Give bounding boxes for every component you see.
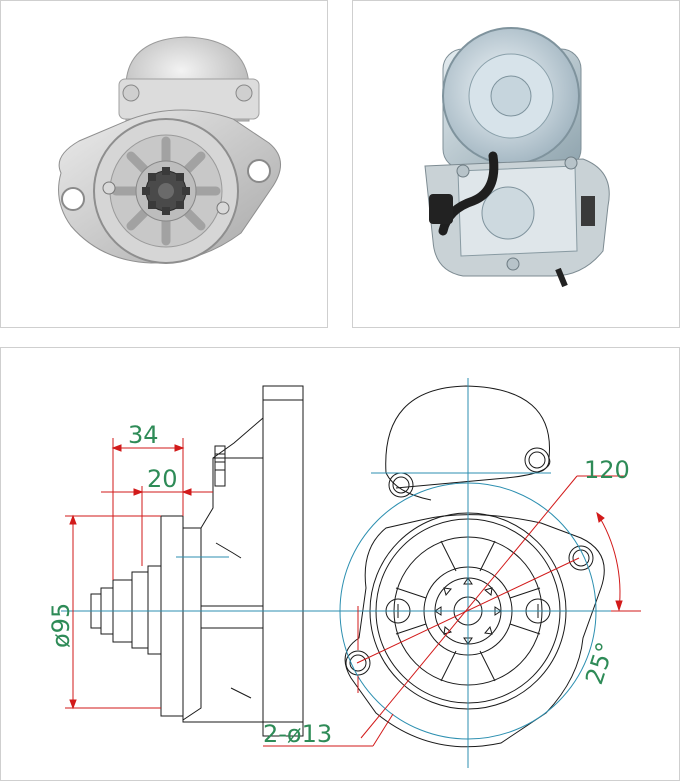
front-centerlines (331, 378, 641, 768)
dim-95-label: ø95 (47, 603, 75, 648)
front-view-outline (344, 385, 605, 748)
dimension-drawing-svg: 34 20 ø95 (47, 378, 641, 768)
technical-drawing: 34 20 ø95 (0, 347, 680, 781)
dimension-34-line (65, 438, 213, 710)
dim-120-label: 120 (584, 456, 630, 484)
starter-front-photo (58, 36, 281, 264)
dim-angle-label: 25° (580, 639, 620, 688)
dim-20-label: 20 (147, 465, 178, 493)
side-view-outline (90, 385, 304, 737)
dim-holes-label: 2-ø13 (263, 720, 332, 748)
starter-rear-photo (424, 27, 610, 288)
dimension-120-line (263, 475, 641, 747)
photo-front-view (0, 0, 328, 328)
photo-rear-view (352, 0, 680, 328)
dim-34-label: 34 (128, 421, 159, 449)
